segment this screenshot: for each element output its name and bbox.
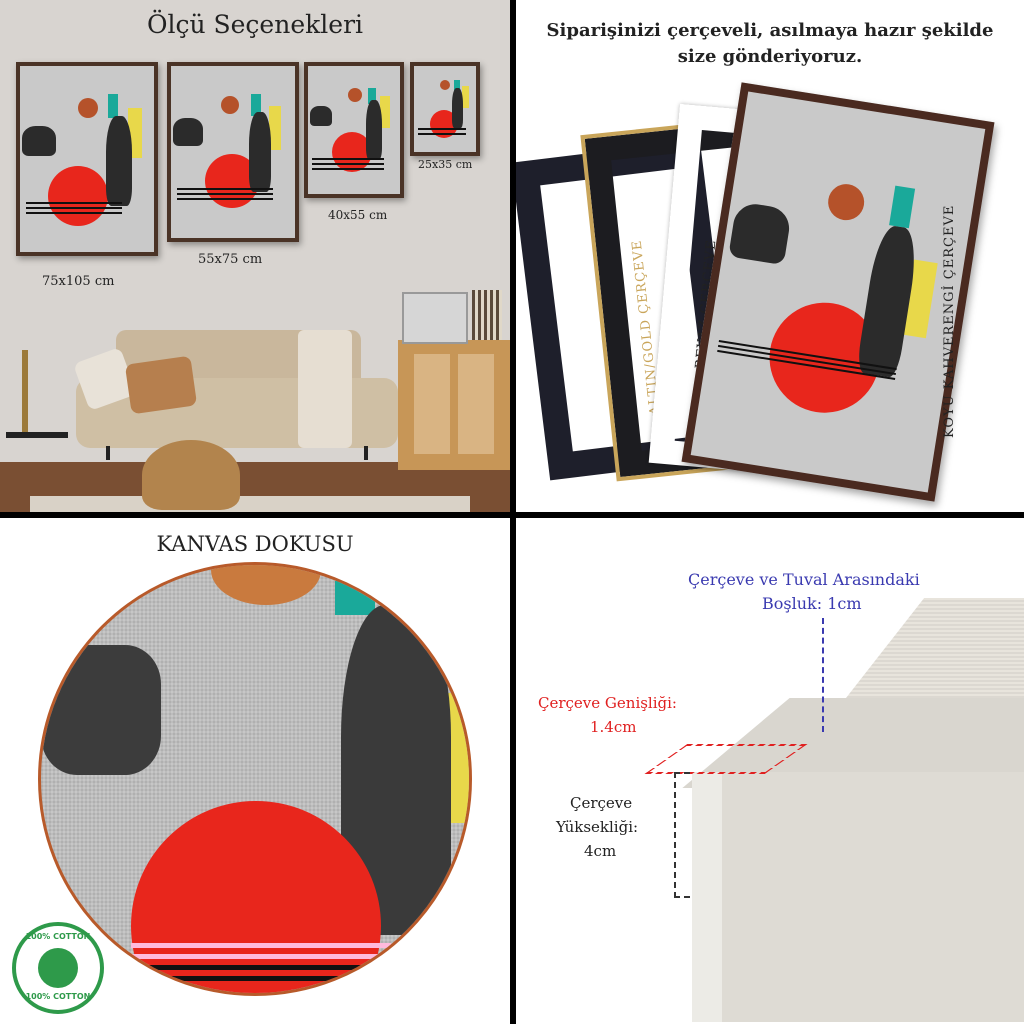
size-label-75x105: 75x105 cm: [42, 274, 115, 289]
art-55x75: [167, 62, 299, 242]
books: [472, 290, 502, 340]
frame-corner-render: [516, 518, 1024, 1024]
sofa: [72, 330, 398, 460]
size-label-55x75: 55x75 cm: [198, 252, 263, 267]
size-options-panel: Ölçü Seçenekleri 75x105 cm 55x75 cm 40x5…: [0, 0, 510, 512]
zoom-teal-shape: [335, 581, 375, 615]
canvas-texture-panel: KANVAS DOKUSU 100% COTTON 100% COTTON: [0, 518, 510, 1024]
height-indicator: [674, 772, 690, 898]
zoom-ball: [211, 565, 321, 605]
cotton-badge: 100% COTTON 100% COTTON: [12, 922, 104, 1014]
frame-specs-panel: Çerçeve ve Tuval Arasındaki Boşluk: 1cm …: [516, 518, 1024, 1024]
badge-text-bottom: 100% COTTON: [25, 992, 91, 1001]
badge-text-top: 100% COTTON: [25, 932, 91, 941]
black-frame-label: SİYAH ÇERÇEVE: [565, 278, 597, 407]
height-label-line3: 4cm: [584, 842, 617, 860]
art-25x35: [410, 62, 480, 156]
canvas-zoom-circle: [38, 562, 472, 996]
record-player: [402, 292, 468, 344]
gap-indicator-line: [822, 618, 824, 732]
candle-lamp: [22, 350, 28, 432]
frame-options-title: Siparişinizi çerçeveli, asılmaya hazır ş…: [546, 20, 994, 67]
art-75x105: [16, 62, 158, 256]
zoom-hand: [41, 645, 161, 775]
size-label-25x35: 25x35 cm: [418, 158, 473, 171]
art-40x55: [304, 62, 404, 198]
sideboard: [398, 340, 510, 470]
frame-options-panel: Siparişinizi çerçeveli, asılmaya hazır ş…: [516, 0, 1024, 512]
frame-front-face: [692, 772, 722, 1022]
rattan-table: [142, 440, 240, 510]
cotton-plant-icon: [38, 948, 78, 988]
size-label-40x55: 40x55 cm: [328, 208, 388, 222]
zoom-sun: [131, 801, 381, 993]
zoom-lines: [131, 943, 391, 981]
brown-frame-label: KOYU KAHVERENGİ ÇERÇEVE: [942, 204, 957, 438]
size-options-title: Ölçü Seçenekleri: [146, 10, 364, 39]
rug: [30, 496, 470, 512]
gap-label-line1: Çerçeve ve Tuval Arasındaki: [688, 570, 920, 589]
frame-side-face: [692, 772, 1024, 1022]
width-label-line1: Çerçeve Genişliği:: [538, 694, 677, 712]
gap-label-line2: Boşluk: 1cm: [762, 594, 862, 613]
height-label-line1: Çerçeve: [570, 794, 633, 812]
width-label-line2: 1.4cm: [590, 718, 637, 736]
canvas-texture-title: KANVAS DOKUSU: [156, 532, 354, 556]
height-label-line2: Yüksekliği:: [556, 818, 639, 836]
side-table: [6, 432, 68, 438]
